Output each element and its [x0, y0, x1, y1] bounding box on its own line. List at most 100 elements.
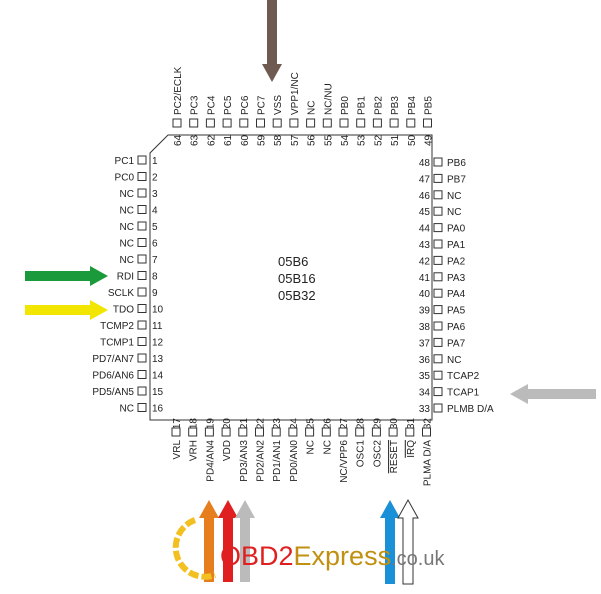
pin-pad [171, 427, 181, 437]
part-number-3: 05B32 [278, 288, 316, 303]
pin-number: 7 [152, 255, 158, 266]
pin-number: 61 [223, 134, 234, 146]
pin-pad [322, 118, 332, 128]
pin-label: VDD [222, 440, 233, 461]
pin-number: 16 [152, 404, 164, 415]
pin-pad [172, 118, 182, 128]
pin-label: IRQ [406, 440, 417, 458]
pin-pad [305, 427, 315, 437]
pin-number: 50 [407, 134, 418, 146]
pin-pad [137, 254, 147, 264]
pin-number: 49 [424, 134, 435, 146]
pin-pad [338, 427, 348, 437]
pin-label: PA5 [447, 306, 466, 317]
pin-label: PD2/AN2 [256, 440, 267, 482]
pin-label: PB2 [373, 96, 384, 115]
pin-pad [222, 118, 232, 128]
pin-label: PD3/AN3 [239, 440, 250, 482]
pin-number: 47 [419, 174, 431, 185]
pin-pad [188, 427, 198, 437]
pin-pad [321, 427, 331, 437]
pin-pad [221, 427, 231, 437]
pin-number: 21 [239, 418, 250, 430]
pin-number: 64 [173, 134, 184, 146]
pin-number: 45 [419, 207, 431, 218]
pin-number: 58 [273, 134, 284, 146]
pin-number: 60 [240, 134, 251, 146]
pin-number: 23 [272, 418, 283, 430]
pin-number: 44 [419, 224, 431, 235]
pin-number: 36 [419, 355, 431, 366]
pin-number: 4 [152, 206, 158, 217]
pin-pad [433, 387, 443, 397]
pin-label: PLMB D/A [447, 404, 494, 415]
pin-pad [433, 321, 443, 331]
pin-label: TCMP1 [100, 338, 134, 349]
pin-label: TDO [113, 305, 134, 316]
pin-label: NC [120, 404, 134, 415]
pin-label: PA7 [447, 338, 466, 349]
tdo-arrow [25, 300, 108, 320]
watermark-express: Express [294, 541, 392, 571]
pin-label: PC5 [223, 95, 234, 115]
pin-number: 20 [222, 418, 233, 430]
irq-arrow [397, 498, 419, 585]
pin-pad [239, 118, 249, 128]
pin-number: 46 [419, 191, 431, 202]
pin-number: 9 [152, 288, 158, 299]
pin-label: PB7 [447, 174, 466, 185]
pin-number: 52 [373, 134, 384, 146]
pin-pad [137, 320, 147, 330]
pin-number: 43 [419, 240, 431, 251]
pin-pad [433, 403, 443, 413]
pd4-arrow [199, 500, 219, 582]
pin-label: RESET [389, 440, 400, 473]
pin-label: OSC1 [356, 440, 367, 468]
pin-pad [355, 427, 365, 437]
tcap1-arrow [510, 384, 596, 404]
pin-label: NC [447, 355, 461, 366]
pin-number: 3 [152, 189, 158, 200]
pin-pad [137, 403, 147, 412]
pin-label: PD4/AN4 [205, 440, 216, 482]
pin-number: 17 [172, 418, 183, 430]
pin-label: NC [120, 206, 134, 217]
pin-number: 37 [419, 338, 431, 349]
pin-label: PB6 [447, 158, 466, 169]
pin-number: 11 [152, 321, 163, 332]
reset-arrow [380, 500, 400, 584]
pin-number: 27 [339, 418, 350, 430]
pin-pad [137, 353, 147, 363]
pin-pad [137, 188, 147, 198]
pin-label: VSS [273, 95, 284, 115]
watermark-obd2: OBD2 [220, 541, 294, 571]
pin-number: 41 [419, 273, 431, 284]
pin-number: 51 [390, 134, 401, 146]
pin-number: 13 [152, 354, 164, 365]
pin-pad [433, 354, 443, 364]
chip-body [149, 134, 433, 421]
pin-label: PD6/AN6 [92, 371, 134, 382]
pin-number: 33 [419, 404, 431, 415]
pin-pad [137, 221, 147, 231]
pin-number: 57 [290, 134, 301, 146]
pin-label: PLMA D/A [423, 440, 434, 486]
pin-label: PB3 [390, 96, 401, 115]
pin-pad [256, 118, 265, 128]
pin-pad [137, 155, 147, 165]
pin-number: 38 [419, 322, 431, 333]
pin-label: PA2 [447, 256, 466, 267]
pin-number: 35 [419, 371, 431, 382]
pin-pad [433, 288, 443, 298]
pin-label: NC [120, 189, 134, 200]
pin-pad [423, 118, 432, 128]
pin-number: 34 [419, 388, 431, 399]
pin-pad [137, 238, 147, 247]
svg-text:OBD2Express.co.uk: OBD2Express.co.uk [220, 541, 445, 571]
pin-number: 56 [307, 134, 318, 146]
pin-number: 12 [152, 338, 164, 349]
pin-pad [433, 223, 443, 233]
rdi-arrow [25, 266, 108, 286]
pin-number: 19 [205, 418, 216, 430]
